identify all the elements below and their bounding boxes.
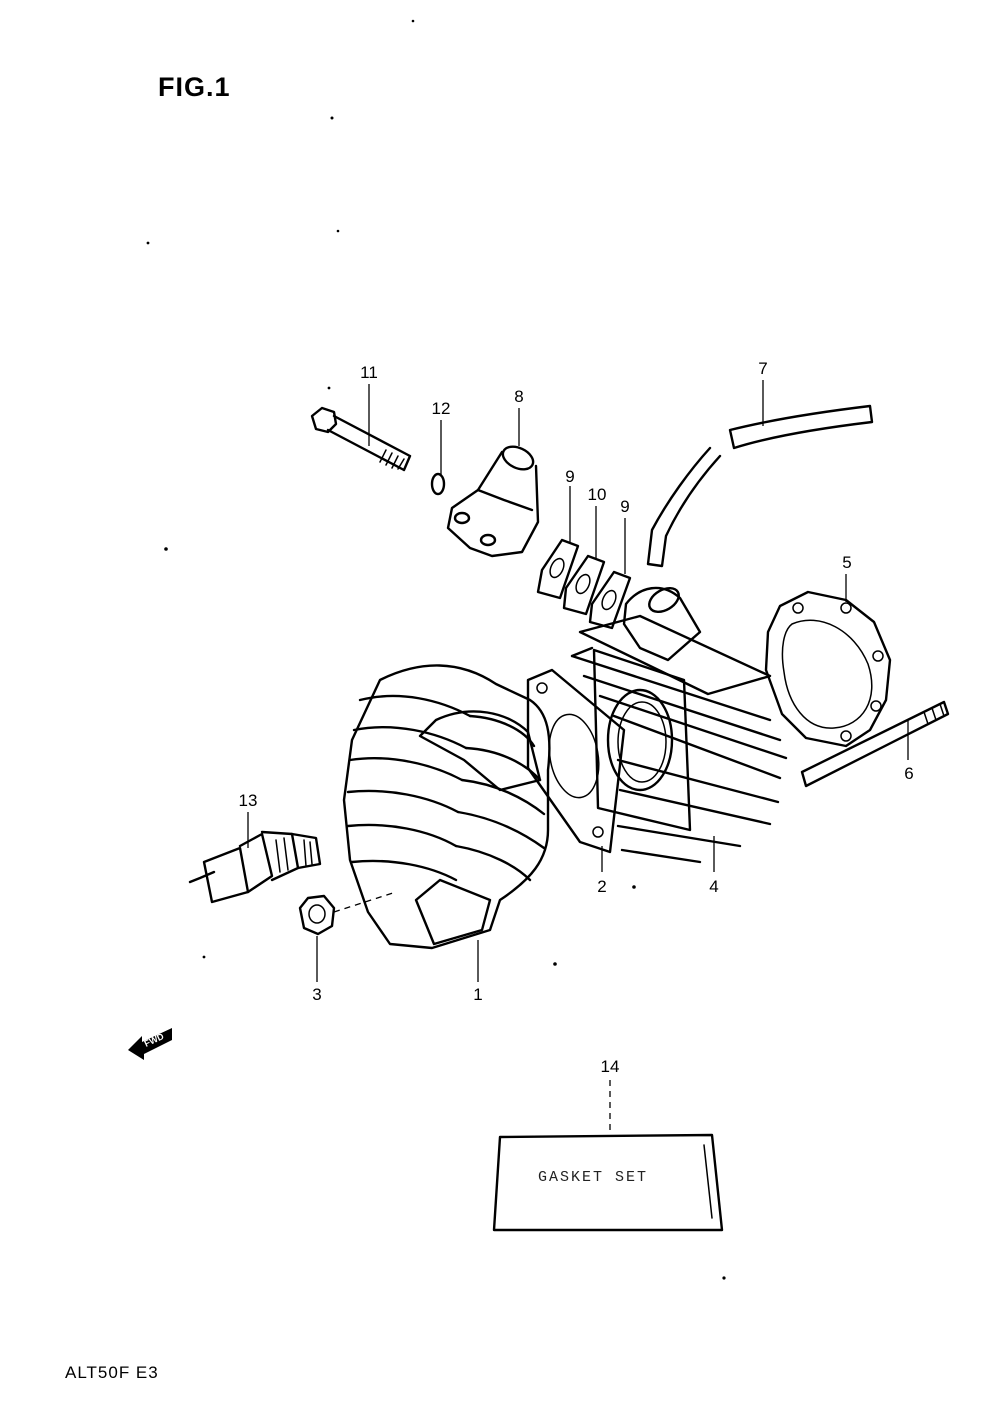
callout-14: 14	[601, 1057, 620, 1076]
callout-10: 10	[588, 485, 607, 504]
figure-title: FIG.1	[158, 72, 231, 102]
callout-1: 1	[473, 985, 482, 1004]
callout-3: 3	[312, 985, 321, 1004]
part-13-spark-plug	[188, 830, 322, 904]
part-3-nut	[298, 894, 336, 936]
callout-4: 4	[709, 877, 718, 896]
model-code: ALT50F E3	[65, 1363, 159, 1382]
part-8-intake-elbow	[446, 445, 540, 558]
part-7-hose	[646, 404, 874, 568]
callout-7: 7	[758, 359, 767, 378]
part-11-bolt	[310, 406, 412, 472]
part-9-gasket-a	[536, 538, 580, 600]
part-14-gasket-set: GASKET SET	[492, 1133, 724, 1232]
callout-5: 5	[842, 553, 851, 572]
part-1-cylinder-head	[342, 664, 551, 950]
callout-9a: 9	[565, 467, 574, 486]
callout-2: 2	[597, 877, 606, 896]
part-9-gasket-b	[588, 570, 632, 630]
part-12-washer	[430, 472, 446, 496]
callout-9b: 9	[620, 497, 629, 516]
leader-lines	[247, 380, 909, 1135]
part-4-cylinder	[570, 586, 788, 864]
callout-12: 12	[432, 399, 451, 418]
part-6-stud	[800, 700, 950, 788]
part-10-insulator	[562, 554, 606, 616]
part-5-head-gasket	[764, 590, 892, 748]
callout-8: 8	[514, 387, 523, 406]
callout-6: 6	[904, 764, 913, 783]
fwd-arrow-icon: FWD	[128, 1028, 172, 1060]
callout-11: 11	[360, 363, 378, 382]
callouts: 1 2 3 4 5 6 7 8 9 10 9 11 12 13 14	[239, 359, 914, 1076]
gasket-set-label: GASKET SET	[538, 1169, 648, 1186]
callout-13: 13	[239, 791, 258, 810]
scan-specks	[146, 19, 726, 1280]
